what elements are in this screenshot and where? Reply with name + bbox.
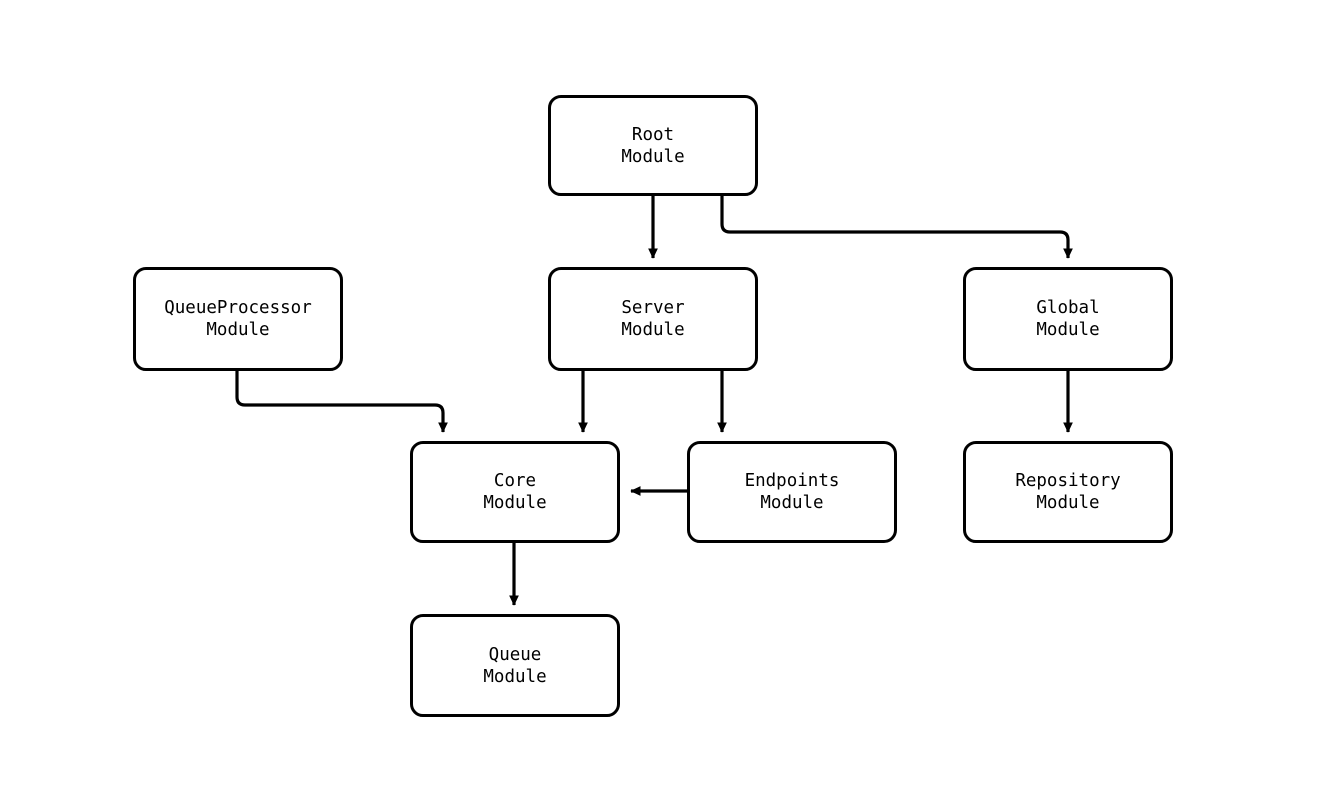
edge-queueprocessor-to-core — [235, 371, 448, 433]
node-global[interactable]: Global Module — [963, 267, 1173, 371]
node-server-label: Server Module — [621, 298, 685, 340]
node-server[interactable]: Server Module — [548, 267, 758, 371]
node-root-label: Root Module — [621, 124, 685, 167]
node-global-label: Global Module — [1036, 298, 1100, 340]
node-queueprocessor[interactable]: QueueProcessor Module — [133, 267, 343, 371]
node-queue-label: Queue Module — [483, 644, 547, 687]
node-queueprocessor-label: QueueProcessor Module — [164, 298, 312, 340]
node-core[interactable]: Core Module — [410, 441, 620, 543]
node-endpoints-label: Endpoints Module — [744, 471, 840, 513]
node-core-label: Core Module — [483, 471, 547, 513]
node-repository-label: Repository Module — [1015, 471, 1121, 513]
node-repository[interactable]: Repository Module — [963, 441, 1173, 543]
node-root[interactable]: Root Module — [548, 95, 758, 196]
node-queue[interactable]: Queue Module — [410, 614, 620, 717]
edge-root-to-global — [720, 196, 1073, 259]
node-endpoints[interactable]: Endpoints Module — [687, 441, 897, 543]
